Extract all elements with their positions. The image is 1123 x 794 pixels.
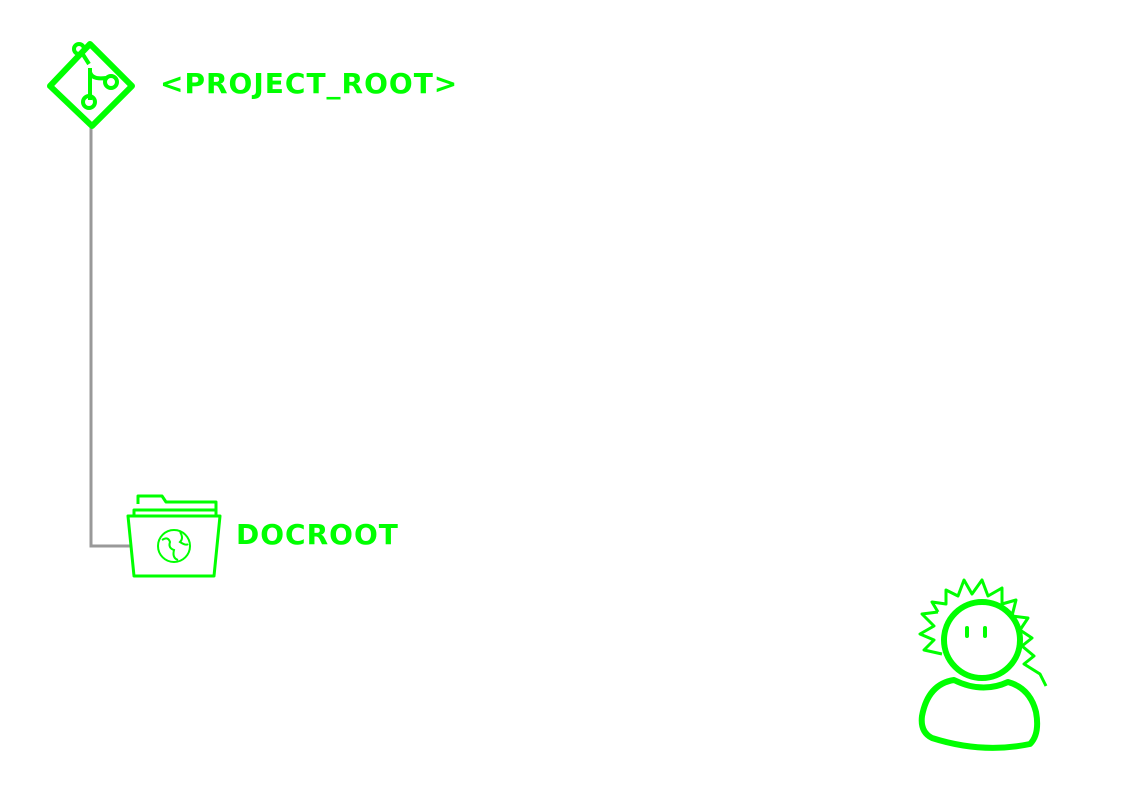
docroot-label: DOCROOT — [236, 518, 399, 551]
folder-globe-icon — [126, 494, 222, 578]
project-root-label: <PROJECT_ROOT> — [160, 67, 459, 100]
git-branch-icon — [47, 41, 135, 129]
person-icon — [918, 578, 1048, 751]
